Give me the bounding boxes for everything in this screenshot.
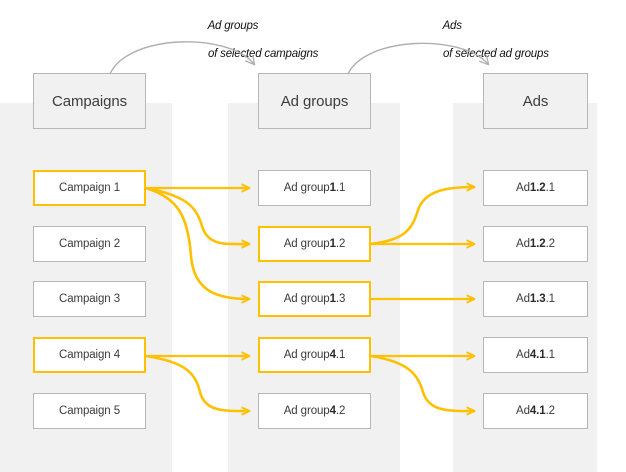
node-ad-1-2-1-bold: 1.2 <box>529 182 546 194</box>
node-ad-1-3-1-suffix: .1 <box>545 293 556 305</box>
node-ad-group-4-2[interactable]: Ad group 4.2 <box>258 393 371 429</box>
connector-campaign-1-to-ad-group-1-2 <box>144 186 249 244</box>
node-ad-4-1-2-suffix: .2 <box>545 405 556 417</box>
node-ad-1-2-1-suffix: .1 <box>545 182 556 194</box>
node-campaign-1-label: Campaign 1 <box>58 182 120 194</box>
node-ad-4-1-2-bold: 4.1 <box>529 405 546 417</box>
node-campaign-5-label: Campaign 5 <box>58 405 120 417</box>
node-ad-group-4-1-suffix: .1 <box>335 349 346 361</box>
node-ad-group-4-2-prefix: Ad group <box>283 405 330 417</box>
annotation-arrow-campaigns-to-ad-groups <box>109 41 256 75</box>
node-ad-1-2-2-prefix: Ad <box>516 238 530 250</box>
node-ad-4-1-1-prefix: Ad <box>516 349 530 361</box>
node-campaign-3[interactable]: Campaign 3 <box>33 281 146 317</box>
node-ad-1-2-1[interactable]: Ad 1.2.1 <box>483 170 588 206</box>
node-ad-group-4-1-prefix: Ad group <box>283 349 330 361</box>
node-ad-group-1-2-bold: 1 <box>329 238 336 250</box>
node-ad-group-1-2-suffix: .2 <box>335 238 346 250</box>
node-ad-1-3-1-prefix: Ad <box>516 293 530 305</box>
node-ad-1-3-1-bold: 1.3 <box>529 293 546 305</box>
column-header-campaigns[interactable]: Campaigns <box>33 73 146 129</box>
node-ad-group-1-3[interactable]: Ad group 1.3 <box>258 281 371 317</box>
node-ad-4-1-2-prefix: Ad <box>516 405 530 417</box>
node-ad-group-1-2-prefix: Ad group <box>283 238 330 250</box>
node-ad-group-1-1-suffix: .1 <box>335 182 346 194</box>
node-ad-group-4-1[interactable]: Ad group 4.1 <box>258 337 371 373</box>
node-campaign-4[interactable]: Campaign 4 <box>33 337 146 373</box>
column-header-ads[interactable]: Ads <box>483 73 588 129</box>
node-ad-group-1-2[interactable]: Ad group 1.2 <box>258 226 371 262</box>
node-ad-group-1-1-prefix: Ad group <box>283 182 330 194</box>
connector-ad-group-1-2-to-ad-1-2-1 <box>369 187 474 246</box>
node-ad-4-1-1[interactable]: Ad 4.1.1 <box>483 337 588 373</box>
ads-annotation-line1: Ads <box>442 20 462 32</box>
node-ad-group-4-2-suffix: .2 <box>335 405 346 417</box>
node-ad-1-2-2-bold: 1.2 <box>529 238 546 250</box>
connector-ad-group-4-1-to-ad-4-1-2 <box>369 354 474 411</box>
node-ad-4-1-1-bold: 4.1 <box>529 349 546 361</box>
node-ad-1-2-2[interactable]: Ad 1.2.2 <box>483 226 588 262</box>
node-campaign-2-label: Campaign 2 <box>58 238 120 250</box>
node-ad-group-4-1-bold: 4 <box>329 349 336 361</box>
connector-campaign-1-to-ad-group-1-3 <box>144 186 249 299</box>
node-ad-group-1-3-suffix: .3 <box>335 293 346 305</box>
node-ad-group-1-1[interactable]: Ad group 1.1 <box>258 170 371 206</box>
node-campaign-3-label: Campaign 3 <box>58 293 120 305</box>
node-ad-1-2-1-prefix: Ad <box>516 182 530 194</box>
node-ad-1-2-2-suffix: .2 <box>545 238 556 250</box>
node-campaign-1[interactable]: Campaign 1 <box>33 170 146 206</box>
node-ad-1-3-1[interactable]: Ad 1.3.1 <box>483 281 588 317</box>
connector-campaign-4-to-ad-group-4-2 <box>144 354 249 411</box>
node-campaign-4-label: Campaign 4 <box>58 349 120 361</box>
ad-groups-annotation-line1: Ad groups <box>207 20 259 32</box>
node-ad-4-1-1-suffix: .1 <box>545 349 556 361</box>
column-header-ad-groups[interactable]: Ad groups <box>258 73 371 129</box>
node-ad-group-1-1-bold: 1 <box>329 182 336 194</box>
node-ad-4-1-2[interactable]: Ad 4.1.2 <box>483 393 588 429</box>
annotation-arrow-ad-groups-to-ads <box>347 42 490 75</box>
node-campaign-5[interactable]: Campaign 5 <box>33 393 146 429</box>
node-ad-group-1-3-bold: 1 <box>329 293 336 305</box>
node-campaign-2[interactable]: Campaign 2 <box>33 226 146 262</box>
node-ad-group-1-3-prefix: Ad group <box>283 293 330 305</box>
node-ad-group-4-2-bold: 4 <box>329 405 336 417</box>
